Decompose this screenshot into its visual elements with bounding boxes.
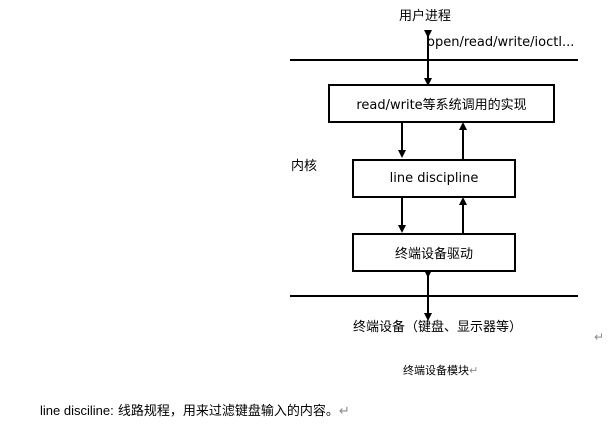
syscall-interface-label: open/read/write/ioctl... — [427, 35, 575, 50]
definition-text: 线路规程，用来过滤键盘输入的内容。 — [117, 404, 339, 419]
figure-caption: 终端设备模块↵ — [403, 365, 478, 376]
syscall-impl-text: read/write等系统调用的实现 — [356, 98, 527, 113]
user-kernel-boundary-line — [290, 59, 578, 61]
line-discipline-text: line discipline — [389, 171, 479, 186]
terminal-device-label: 终端设备（键盘、显示器等） — [353, 320, 523, 335]
terminal-driver-text: 终端设备驱动 — [394, 247, 473, 262]
term-text: line disciline: — [40, 403, 114, 418]
syscall-impl-box: read/write等系统调用的实现 — [328, 84, 555, 123]
caption-paragraph-mark: ↵ — [469, 364, 479, 377]
figure-caption-text: 终端设备模块 — [403, 364, 469, 377]
kernel-hardware-boundary-line — [290, 295, 578, 297]
line-discipline-box: line discipline — [352, 159, 516, 198]
body-paragraph: line disciline: 线路规程，用来过滤键盘输入的内容。↵ — [40, 404, 350, 418]
terminal-driver-box: 终端设备驱动 — [352, 233, 516, 272]
kernel-label: 内核 — [291, 159, 318, 174]
user-process-label: 用户进程 — [399, 9, 452, 24]
paragraph-end-mark: ↵ — [338, 404, 350, 419]
paragraph-mark-right: ↵ — [594, 330, 605, 344]
